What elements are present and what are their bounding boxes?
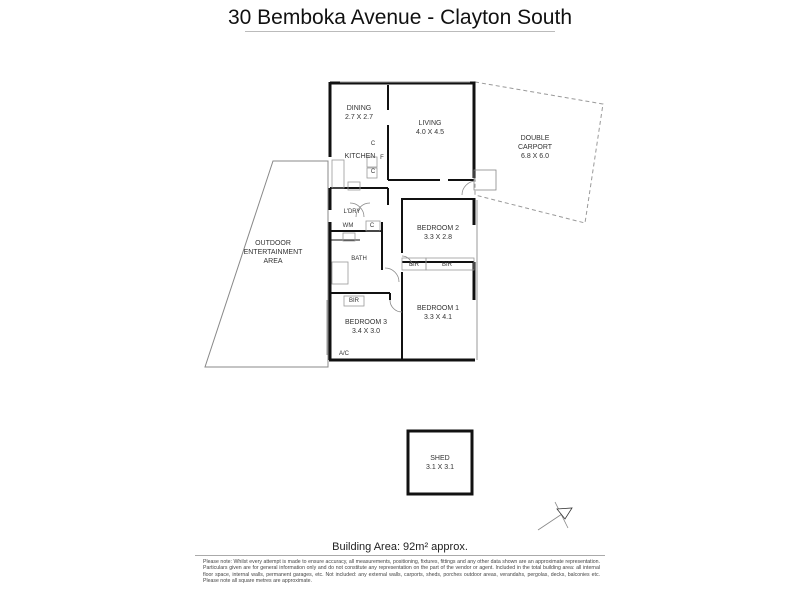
cupboard-label: C xyxy=(370,141,376,147)
walls xyxy=(328,81,476,362)
bir-label: BIR xyxy=(441,262,452,268)
building-area: Building Area: 92m² approx. xyxy=(332,541,468,553)
washing-machine-label: WM xyxy=(342,223,354,229)
title-underline xyxy=(245,31,555,32)
outdoor-area-outline xyxy=(204,160,329,368)
porch-step xyxy=(473,169,497,191)
cupboard-label: C xyxy=(370,169,376,175)
bir-label: BIR xyxy=(348,298,359,304)
bedroom3-label: BEDROOM 3 3.4 X 3.0 xyxy=(344,319,387,335)
shed-outline xyxy=(406,429,474,496)
north-arrow-icon xyxy=(537,501,573,531)
page-title: 30 Bemboka Avenue - Clayton South xyxy=(227,6,572,29)
living-label: LIVING 4.0 X 4.5 xyxy=(415,120,445,136)
fridge-label: F xyxy=(380,155,384,161)
footer-rule xyxy=(195,555,605,556)
windows xyxy=(326,81,478,360)
shed-label: SHED 3.1 X 3.1 xyxy=(425,455,455,471)
disclaimer: Please note: Whilst every attempt is mad… xyxy=(203,559,600,585)
bedroom2-label: BEDROOM 2 3.3 X 2.8 xyxy=(416,225,459,241)
kitchen-label: KITCHEN xyxy=(344,153,376,160)
laundry-label: L'DRY xyxy=(343,209,361,215)
cupboard-label: C xyxy=(369,223,375,229)
outdoor-area-label: OUTDOOR ENTERTAINMENT AREA xyxy=(243,240,303,265)
dining-label: DINING 2.7 X 2.7 xyxy=(344,105,374,121)
carport-label: DOUBLE CARPORT 6.8 X 6.0 xyxy=(517,135,553,160)
bir-label: BIR xyxy=(408,262,419,268)
bath-label: BATH xyxy=(351,256,367,262)
bedroom1-label: BEDROOM 1 3.3 X 4.1 xyxy=(416,305,459,321)
ac-label: A/C xyxy=(338,351,349,357)
fixtures xyxy=(331,156,475,307)
